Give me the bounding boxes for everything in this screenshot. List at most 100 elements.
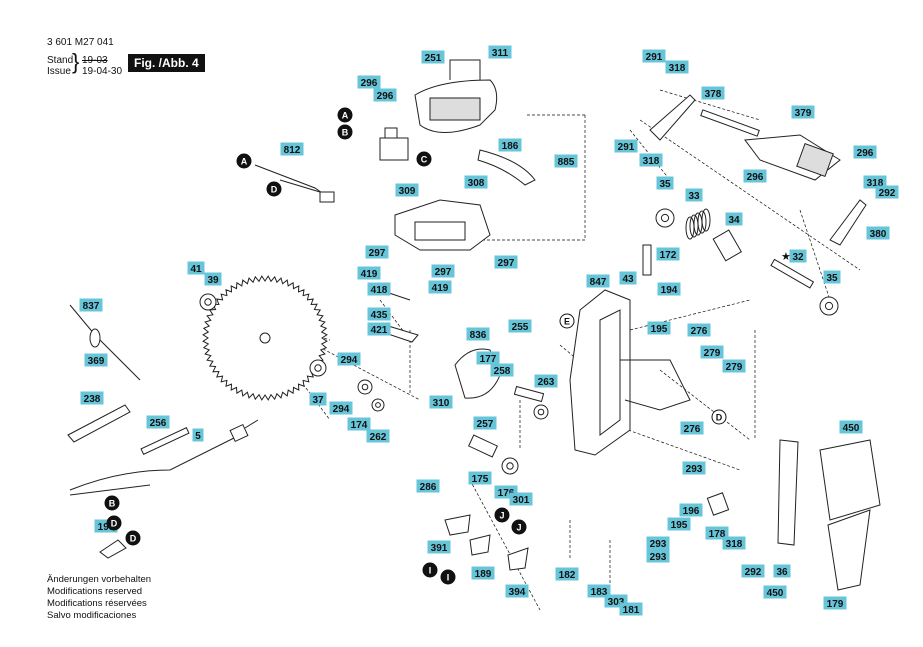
part-label-311: 311 <box>488 45 512 59</box>
part-label-251: 251 <box>421 50 445 64</box>
svg-text:183: 183 <box>591 587 608 598</box>
bracket-186 <box>477 149 536 186</box>
svg-text:I: I <box>429 566 432 576</box>
top-handle <box>414 59 498 133</box>
svg-text:182: 182 <box>559 570 576 581</box>
part-label-279: 279 <box>722 359 746 373</box>
guard <box>777 439 881 591</box>
svg-text:297: 297 <box>435 267 452 278</box>
svg-text:I: I <box>447 573 450 583</box>
svg-text:181: 181 <box>623 605 640 616</box>
svg-text:847: 847 <box>590 277 607 288</box>
svg-text:41: 41 <box>190 264 202 275</box>
svg-text:293: 293 <box>650 552 667 563</box>
svg-text:189: 189 <box>475 569 492 580</box>
svg-text:263: 263 <box>538 377 555 388</box>
part-label-885: 885 <box>554 154 578 168</box>
part-label-297: 297 <box>494 255 518 269</box>
svg-text:318: 318 <box>726 539 743 550</box>
levers <box>649 94 867 246</box>
part-label-379: 379 <box>791 105 815 119</box>
svg-text:D: D <box>271 185 278 195</box>
stand-label: Stand <box>47 55 74 66</box>
svg-text:435: 435 <box>371 310 388 321</box>
stand-issue-labels: Stand Issue <box>47 55 73 77</box>
svg-text:837: 837 <box>83 301 100 312</box>
part-label-279: 279 <box>700 345 724 359</box>
svg-text:294: 294 <box>333 404 350 415</box>
svg-text:177: 177 <box>480 354 497 365</box>
svg-text:197: 197 <box>98 522 115 533</box>
washers <box>199 208 839 475</box>
svg-text:J: J <box>516 523 521 533</box>
svg-text:394: 394 <box>509 587 526 598</box>
notice-de: Änderungen vorbehalten <box>47 574 152 585</box>
part-label-296: 296 <box>743 169 767 183</box>
part-label-33: 33 <box>685 188 703 202</box>
svg-text:238: 238 <box>84 394 101 405</box>
part-label-394: 394 <box>505 584 529 598</box>
part-label-297: 297 <box>431 264 455 278</box>
part-label-186: 186 <box>498 138 522 152</box>
svg-text:276: 276 <box>684 424 701 435</box>
svg-text:194: 194 <box>661 285 678 296</box>
svg-text:379: 379 <box>795 108 812 119</box>
svg-text:B: B <box>342 128 349 138</box>
svg-text:812: 812 <box>284 145 301 156</box>
part-illustrations <box>67 59 881 591</box>
part-label-39: 39 <box>204 272 222 286</box>
svg-text:33: 33 <box>688 191 700 202</box>
part-label-391: 391 <box>427 540 451 554</box>
svg-text:292: 292 <box>745 567 762 578</box>
part-label-318: 318 <box>639 153 663 167</box>
part-label-291: 291 <box>614 139 638 153</box>
notice-es: Salvo modificaciones <box>47 610 137 621</box>
part-label-308: 308 <box>464 175 488 189</box>
svg-text:297: 297 <box>498 258 515 269</box>
stand-date: 19-03 <box>82 55 108 66</box>
svg-text:296: 296 <box>747 172 764 183</box>
svg-text:5: 5 <box>195 431 201 442</box>
part-label-43: 43 <box>619 271 637 285</box>
svg-text:303: 303 <box>608 597 625 608</box>
svg-text:35: 35 <box>826 273 838 284</box>
part-label-276: 276 <box>680 421 704 435</box>
power-cord <box>69 419 259 496</box>
callout-A: A <box>236 153 252 169</box>
part-label-256: 256 <box>146 415 170 429</box>
svg-text:C: C <box>421 155 428 165</box>
svg-text:A: A <box>342 111 349 121</box>
part-label-421: 421 <box>367 322 391 336</box>
callout-E: E <box>559 313 575 329</box>
svg-text:296: 296 <box>857 148 874 159</box>
part-label-174: 174 <box>347 417 371 431</box>
svg-text:391: 391 <box>431 543 448 554</box>
issue-label: Issue <box>47 66 71 77</box>
svg-text:256: 256 <box>150 418 167 429</box>
svg-text:196: 196 <box>683 506 700 517</box>
part-label-182: 182 <box>555 567 579 581</box>
part-label-177: 177 <box>476 351 500 365</box>
callout-A: A <box>337 107 353 123</box>
callout-I: I <box>422 562 438 578</box>
callout-B: B <box>337 124 353 140</box>
svg-text:179: 179 <box>827 599 844 610</box>
strap-238 <box>67 404 131 443</box>
part-label-238: 238 <box>80 391 104 405</box>
svg-text:178: 178 <box>709 529 726 540</box>
svg-text:35: 35 <box>659 179 671 190</box>
part-label-35: 35 <box>656 176 674 190</box>
figure-label: Fig. /Abb. 4 <box>128 54 205 72</box>
part-label-195: 195 <box>667 517 691 531</box>
part-label-318: 318 <box>722 536 746 550</box>
notice-en: Modifications reserved <box>47 586 143 597</box>
main-arm <box>569 289 691 456</box>
modification-notice: Änderungen vorbehalten Modifications res… <box>47 574 151 622</box>
part-label-183: 183 <box>587 584 611 598</box>
part-label-836: 836 <box>466 327 490 341</box>
callout-D: D <box>106 515 122 531</box>
part-label-196: 196 <box>679 503 703 517</box>
svg-text:318: 318 <box>867 178 884 189</box>
